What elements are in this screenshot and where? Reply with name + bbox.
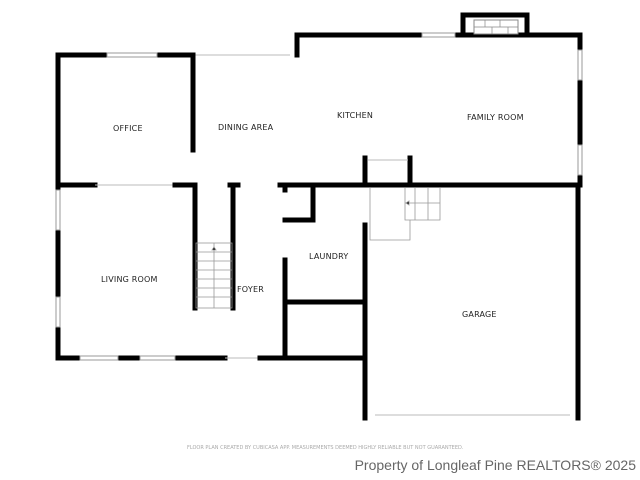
room-label-office: OFFICE (113, 124, 143, 133)
stairs-garage (369, 188, 441, 241)
room-label-laundry: LAUNDRY (309, 252, 348, 261)
watermark: Property of Longleaf Pine REALTORS® 2025 (354, 457, 636, 473)
room-label-foyer: FOYER (237, 285, 264, 294)
room-label-kitchen: KITCHEN (337, 111, 373, 120)
room-label-living-room: LIVING ROOM (101, 275, 158, 284)
room-label-dining-area: DINING AREA (218, 123, 274, 132)
walls (55, 12, 583, 421)
windows (55, 32, 583, 361)
stairs-foyer (195, 242, 233, 309)
room-label-family-room: FAMILY ROOM (467, 113, 524, 122)
room-label-garage: GARAGE (462, 310, 497, 319)
fireplace (473, 19, 519, 35)
floor-plan-credit: FLOOR PLAN CREATED BY CUBICASA APP. MEAS… (187, 445, 464, 451)
floor-plan: OFFICE DINING AREA KITCHEN FAMILY ROOM L… (55, 12, 583, 421)
